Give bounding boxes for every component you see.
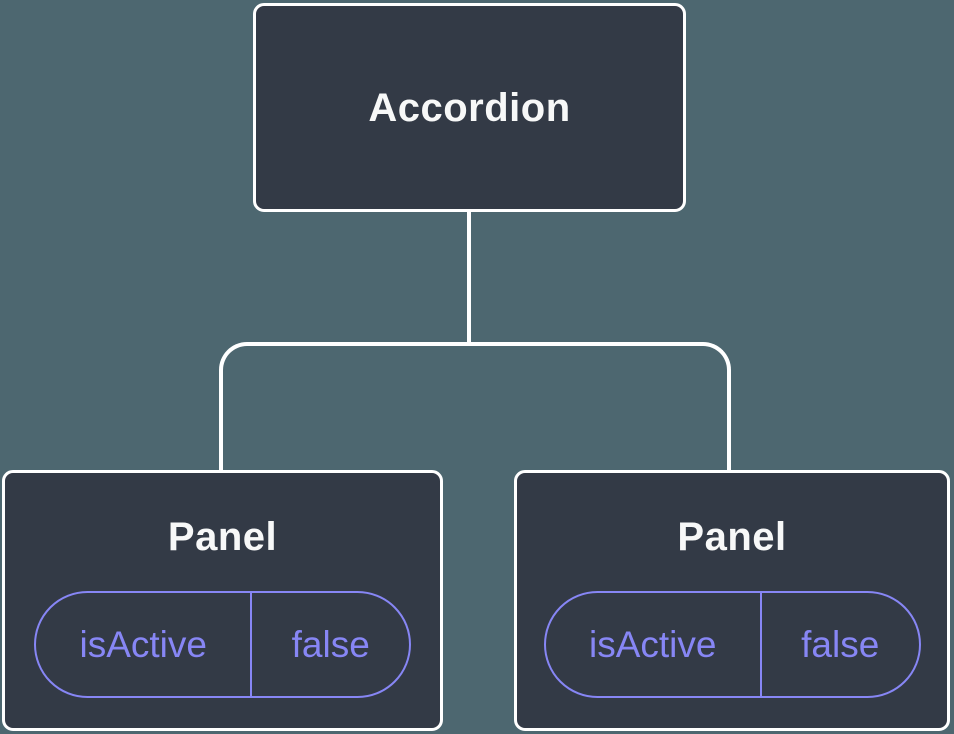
node-accordion: Accordion (253, 3, 686, 212)
state-key: isActive (588, 623, 717, 665)
connector-branch-bracket (219, 342, 731, 470)
node-accordion-label: Accordion (368, 85, 571, 130)
node-panel-left: Panel isActive false (2, 470, 443, 731)
connector-root-stem (467, 210, 471, 344)
state-key: isActive (79, 623, 207, 665)
state-pill-right: isActive false (543, 591, 921, 698)
node-panel-left-label: Panel (167, 515, 278, 559)
state-value: false (250, 593, 409, 696)
state-value: false (759, 593, 919, 696)
node-panel-right-label: Panel (677, 515, 787, 559)
state-pill-left: isActive false (34, 591, 411, 698)
node-panel-right: Panel isActive false (514, 470, 950, 731)
